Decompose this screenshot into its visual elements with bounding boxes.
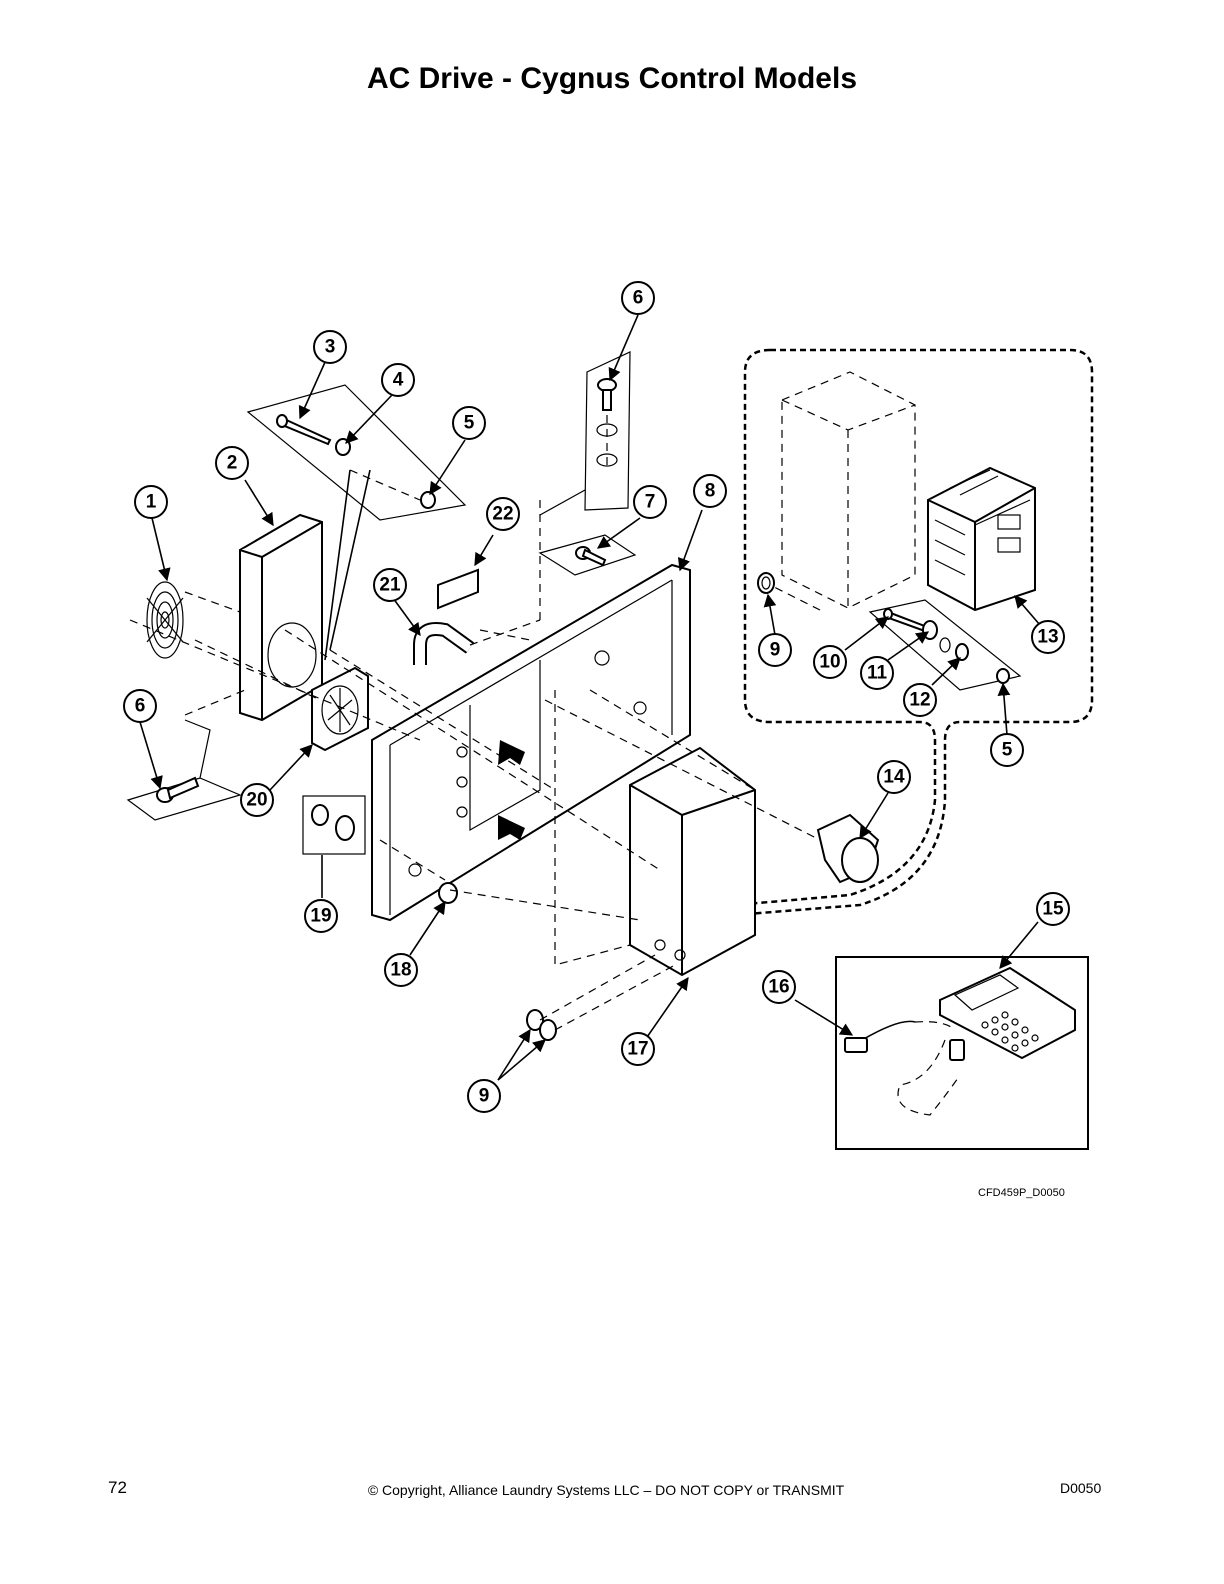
cooling-fan	[311, 666, 369, 752]
svg-text:3: 3	[325, 337, 336, 358]
callout-19: 19	[304, 899, 338, 933]
svg-text:17: 17	[627, 1039, 648, 1060]
screw-7	[575, 546, 607, 567]
callout-7: 7	[633, 485, 667, 519]
svg-text:18: 18	[390, 960, 411, 981]
copyright-notice: © Copyright, Alliance Laundry Systems LL…	[367, 1482, 845, 1498]
callout-4: 4	[381, 363, 415, 397]
svg-text:9: 9	[479, 1086, 490, 1107]
callout-2: 2	[215, 446, 249, 480]
svg-text:22: 22	[492, 504, 513, 525]
callout-8: 8	[693, 474, 727, 508]
nut-18	[438, 882, 458, 904]
svg-text:9: 9	[770, 640, 781, 661]
svg-text:11: 11	[867, 663, 888, 684]
callout-6-top: 6	[621, 281, 655, 315]
callout-15: 15	[1036, 892, 1070, 926]
svg-text:6: 6	[135, 696, 146, 717]
screw-6-bottom	[156, 776, 200, 803]
callout-14: 14	[877, 760, 911, 794]
fan-guard	[146, 581, 184, 659]
hardware-panel-top	[246, 384, 467, 521]
callout-17: 17	[621, 1032, 655, 1066]
mounting-bracket	[371, 563, 691, 922]
airflow-arrow-1	[498, 740, 525, 765]
callout-5-inset: 5	[990, 733, 1024, 767]
washer-11	[922, 620, 938, 640]
svg-text:12: 12	[909, 690, 930, 711]
callout-13: 13	[1031, 620, 1065, 654]
hardware-panel-7	[538, 534, 637, 576]
nut-5-top	[420, 491, 436, 509]
svg-text:2: 2	[227, 453, 238, 474]
svg-text:20: 20	[246, 790, 267, 811]
callout-16: 16	[762, 970, 796, 1004]
svg-text:5: 5	[464, 413, 475, 434]
fan-duct	[239, 513, 323, 722]
callout-6-bottom: 6	[123, 689, 157, 723]
svg-text:6: 6	[633, 288, 644, 309]
strain-relief-19	[311, 804, 355, 841]
hose-21	[413, 622, 475, 665]
hardware-panel-6-bottom	[126, 719, 242, 821]
drive-enclosure-ghost	[759, 371, 916, 611]
svg-text:5: 5	[1002, 740, 1013, 761]
screw-3	[276, 414, 332, 446]
callout-22: 22	[486, 497, 520, 531]
callout-21: 21	[373, 568, 407, 602]
control-box	[629, 746, 756, 977]
label-22	[437, 568, 479, 610]
svg-text:21: 21	[379, 575, 401, 596]
cable-16	[844, 1020, 965, 1116]
hardware-panel-6-top	[539, 351, 631, 516]
svg-text:14: 14	[883, 767, 905, 788]
drive-inset-outline	[734, 348, 1094, 917]
callout-12: 12	[903, 683, 937, 717]
svg-text:1: 1	[146, 492, 157, 513]
svg-text:10: 10	[819, 652, 840, 673]
strain-relief-box	[302, 795, 366, 855]
airflow-arrow-2	[498, 815, 525, 840]
page-title: AC Drive - Cygnus Control Models	[366, 62, 858, 95]
callout-11: 11	[860, 656, 894, 690]
callout-1: 1	[134, 485, 168, 519]
nut-5-inset	[996, 668, 1010, 684]
svg-text:13: 13	[1037, 627, 1058, 648]
screw-6-top	[597, 378, 617, 411]
page-number: 72	[108, 1478, 127, 1497]
svg-text:7: 7	[645, 492, 656, 513]
callout-10: 10	[813, 645, 847, 679]
plug-9-a	[526, 1009, 544, 1031]
svg-text:19: 19	[310, 906, 331, 927]
callout-20: 20	[240, 783, 274, 817]
ac-drive-unit	[927, 466, 1036, 612]
callout-3: 3	[313, 330, 347, 364]
callout-9-inset: 9	[758, 633, 792, 667]
svg-text:8: 8	[705, 481, 716, 502]
hardware-panel-inset	[868, 599, 1022, 691]
callout-9-bottom: 9	[467, 1079, 501, 1113]
washer-12	[939, 637, 969, 661]
callout-18: 18	[384, 953, 418, 987]
callout-5-top: 5	[452, 406, 486, 440]
plug-9-b	[539, 1019, 557, 1041]
plug-9-inset	[757, 572, 775, 594]
drawing-code: CFD459P_D0050	[978, 1187, 1065, 1199]
svg-text:15: 15	[1042, 899, 1064, 920]
document-code: D0050	[1060, 1480, 1102, 1496]
svg-text:16: 16	[768, 977, 789, 998]
svg-text:4: 4	[393, 370, 404, 391]
